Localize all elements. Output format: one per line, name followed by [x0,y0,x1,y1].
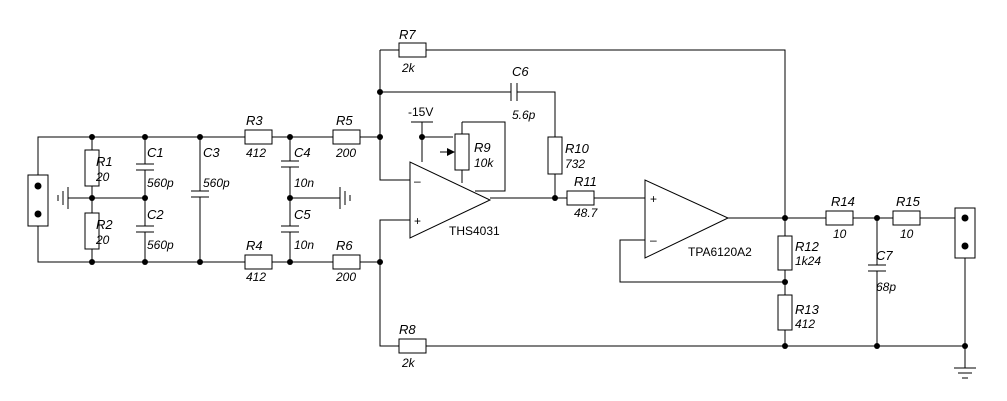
r3-ref: R3 [246,113,263,128]
c6-value: 5.6p [512,108,536,122]
junctions [89,89,968,349]
r3-value: 412 [246,146,266,160]
resistor-r13: R13 412 [777,294,820,331]
resistor-r15: R15 10 [892,194,921,241]
c7-ref: C7 [876,248,893,263]
wiper-arrow-icon [447,148,455,156]
resistor-r12: R12 1k24 [777,235,821,271]
resistor-r4: R4 412 [244,238,273,284]
capacitor-c7: C7 68p [868,248,896,294]
r6-ref: R6 [336,238,353,253]
r14-ref: R14 [831,194,855,209]
opamp-ths4031: – + THS4031 [409,161,500,239]
r10-value: 732 [565,157,585,171]
supply-label: -15V [408,105,433,119]
c5-value: 10n [294,238,314,252]
opamp2-plus-sign: + [650,192,657,206]
r7-value: 2k [401,61,416,75]
r2-ref: R2 [96,217,113,232]
c2-ref: C2 [147,207,164,222]
resistor-r3: R3 412 [244,113,273,160]
opamp1-name: THS4031 [449,224,500,238]
r11-ref: R11 [574,174,597,189]
input-connector [27,174,49,227]
capacitor-c6: C6 5.6p [510,64,536,122]
ground-symbol-output [954,367,976,379]
c3-ref: C3 [203,145,220,160]
c5-ref: C5 [294,207,311,222]
resistor-r6: R6 200 [332,238,361,284]
opamp2-minus-sign: – [650,233,657,247]
r10-ref: R10 [565,141,590,156]
r13-value: 412 [795,317,815,331]
output-connector [954,207,976,259]
opamp2-name: TPA6120A2 [688,245,752,259]
r9-ref: R9 [474,140,491,155]
r6-value: 200 [335,270,356,284]
supply-rail: -15V [408,105,433,123]
c1-value: 560p [147,176,174,190]
r15-value: 10 [900,227,914,241]
r4-value: 412 [246,270,266,284]
r12-ref: R12 [795,239,820,254]
wires [37,49,966,368]
c2-value: 560p [147,238,174,252]
r11-value: 48.7 [574,206,599,220]
ground-symbol-mid [339,187,351,209]
r14-value: 10 [833,227,847,241]
capacitor-c1: C1 560p [136,145,174,190]
c3-value: 560p [203,176,230,190]
c4-value: 10n [294,176,314,190]
opamp1-minus-sign: – [414,174,421,188]
r5-value: 200 [335,146,356,160]
opamp-tpa6120a2: + – TPA6120A2 [644,179,752,259]
r9-value: 10k [474,156,494,170]
r1-value: 20 [95,170,110,184]
resistor-r5: R5 200 [332,113,361,160]
capacitor-c3: C3 560p [191,145,230,198]
resistor-r2: R2 20 [84,212,113,250]
c4-ref: C4 [294,145,311,160]
capacitor-c5: C5 10n [281,207,314,252]
r1-ref: R1 [96,154,113,169]
c1-ref: C1 [147,145,164,160]
resistor-r8: R8 2k [398,322,427,370]
r7-ref: R7 [399,27,416,42]
ground-symbol-input [57,187,69,209]
r4-ref: R4 [246,238,263,253]
resistor-r14: R14 10 [825,194,855,241]
r12-value: 1k24 [795,254,821,268]
r8-ref: R8 [399,322,416,337]
c7-value: 68p [876,280,896,294]
resistor-r1: R1 20 [84,149,113,187]
r5-ref: R5 [336,113,353,128]
resistor-r11: R11 48.7 [566,174,599,220]
capacitor-c4: C4 10n [281,145,314,190]
opamp1-plus-sign: + [414,214,421,228]
r2-value: 20 [95,233,110,247]
resistor-r9: R9 10k [440,133,494,171]
capacitor-c2: C2 560p [136,207,174,252]
r8-value: 2k [401,356,416,370]
resistor-r7: R7 2k [398,27,427,75]
r13-ref: R13 [795,302,820,317]
resistor-r10: R10 732 [547,136,590,175]
r15-ref: R15 [896,194,921,209]
c6-ref: C6 [512,64,529,79]
